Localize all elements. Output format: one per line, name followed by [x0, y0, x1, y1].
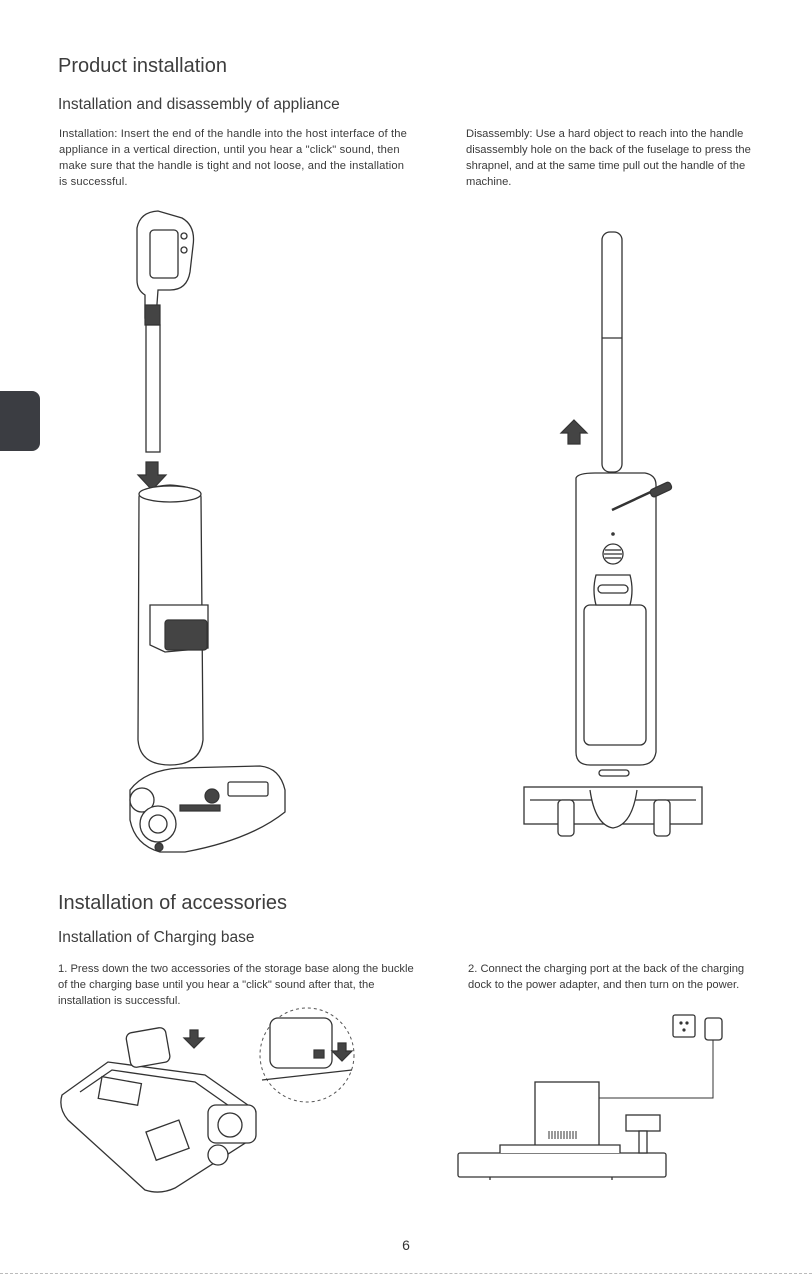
section-subtitle-appliance: Installation and disassembly of applianc… — [58, 96, 340, 113]
down-arrow-icon — [136, 461, 168, 491]
page-number: 6 — [402, 1237, 410, 1253]
power-outlet-icon — [672, 1014, 696, 1038]
page-title: Product installation — [58, 55, 227, 77]
chapter-side-tab — [0, 391, 40, 451]
step2-instructions: 2. Connect the charging port at the back… — [468, 963, 745, 991]
step1-instructions: 1. Press down the two accessories of the… — [58, 963, 414, 1007]
disassembly-instructions: Disassembly: Use a hard object to reach … — [466, 128, 751, 188]
up-arrow-icon — [559, 419, 589, 445]
accessories-title: Installation of accessories — [58, 892, 288, 914]
footer-divider — [0, 1273, 812, 1274]
charging-base-subtitle: Installation of Charging base — [58, 929, 255, 946]
installation-instructions: Installation: Insert the end of the hand… — [59, 128, 408, 188]
